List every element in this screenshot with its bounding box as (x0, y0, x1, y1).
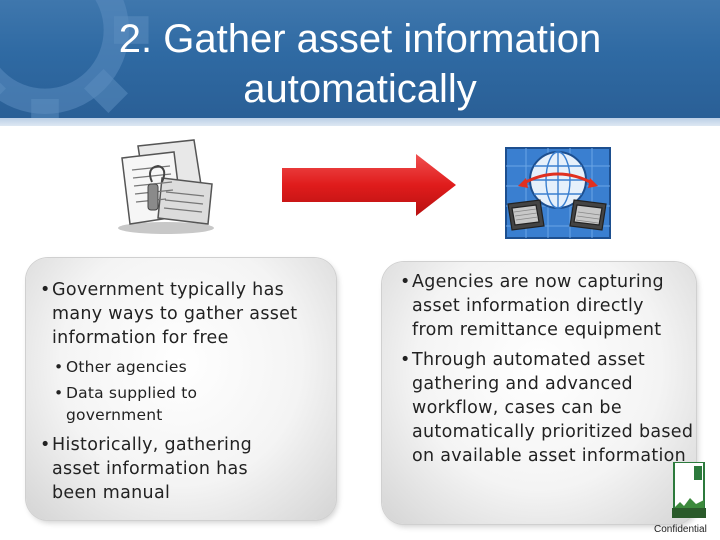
title-banner: 2. Gather asset information automaticall… (0, 0, 720, 118)
bullet-historically-manual: • Historically, gathering asset informat… (40, 435, 253, 503)
right-arrow-icon (282, 154, 456, 216)
corner-logo-icon (672, 462, 706, 518)
sub-bullet-data-supplied: • Data supplied to government (54, 384, 198, 424)
right-content-panel (382, 262, 696, 524)
bullet-agencies-capturing: • Agencies are now capturing asset infor… (400, 272, 664, 340)
sub-bullet-other-agencies: • Other agencies (54, 358, 187, 376)
bullet-automated-gathering: • Through automated asset gathering and … (400, 350, 694, 466)
globe-network-computers-clipart-icon (505, 147, 611, 239)
title-line-2: automatically (243, 67, 477, 111)
title-line-1: 2. Gather asset information (118, 17, 602, 61)
left-bullet-list: • Government typically has many ways to … (40, 278, 332, 505)
gear-watermark-icon (0, 0, 149, 118)
slide-title: 2. Gather asset information automaticall… (40, 14, 680, 114)
left-content-panel (26, 258, 336, 520)
right-bullet-list: • Agencies are now capturing asset infor… (400, 270, 694, 468)
header-rule (0, 118, 720, 126)
documents-clipart-icon (118, 139, 214, 234)
bullet-government-ways: • Government typically has many ways to … (40, 280, 298, 348)
confidential-label: Confidential (654, 524, 707, 535)
